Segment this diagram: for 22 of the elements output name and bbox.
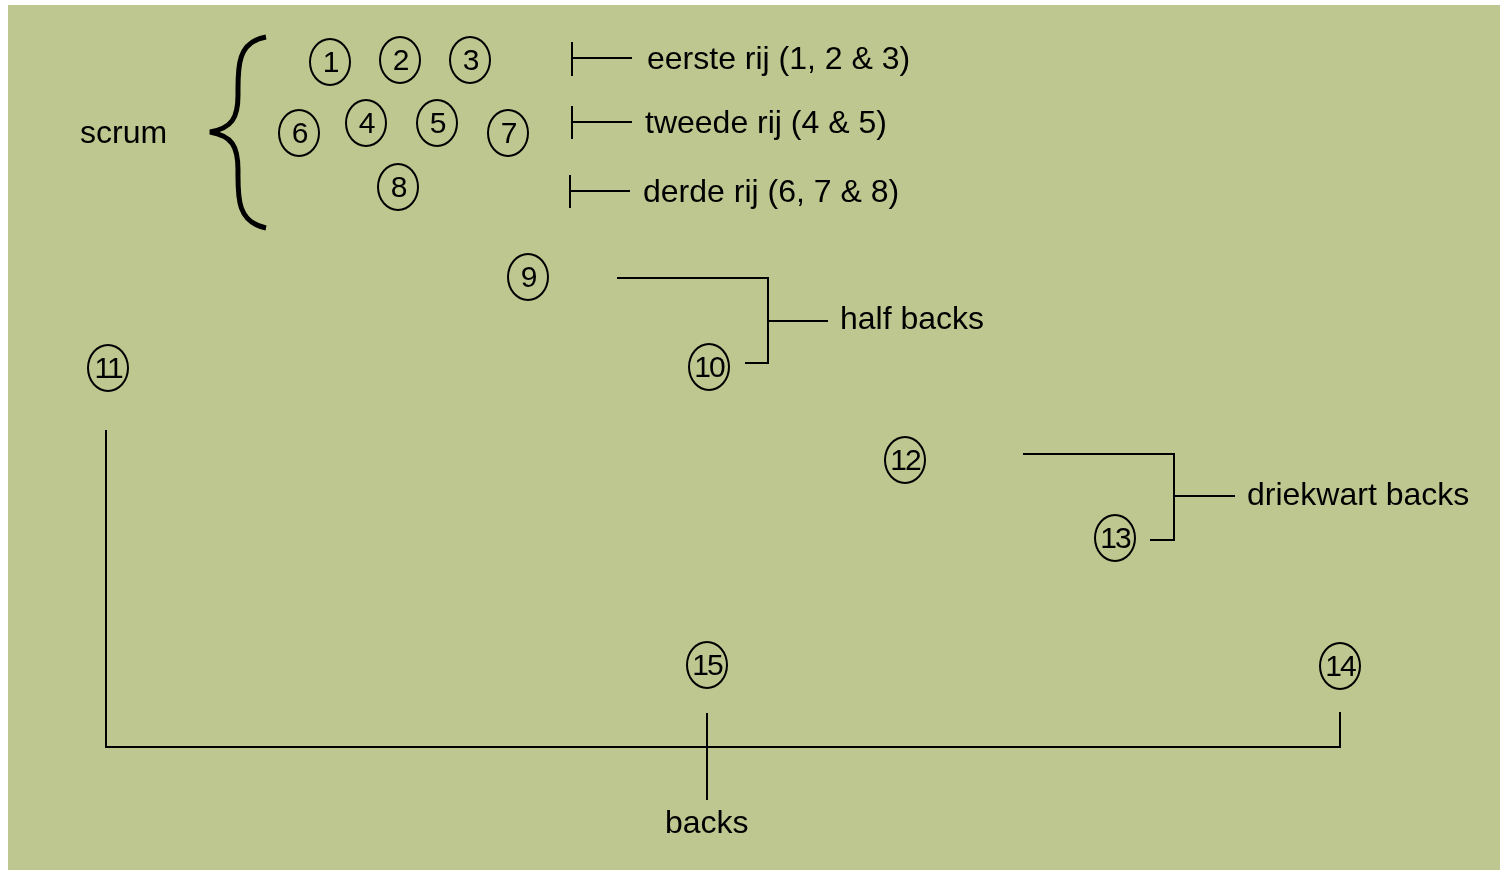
group-label: half backs [840,299,985,337]
player-number-circle: 1 [309,38,351,86]
player-number-circle: 13 [1094,514,1136,562]
player-number-circle: 5 [416,99,458,147]
player-number-circle: 7 [487,109,529,157]
player-number-circle: 11 [87,344,129,392]
row-label: derde rij (6, 7 & 8) [643,172,900,210]
player-number-circle: 15 [686,641,728,689]
player-number-circle: 8 [377,163,419,211]
row-label: eerste rij (1, 2 & 3) [647,39,911,77]
player-number-circle: 3 [449,36,491,84]
player-number-circle: 9 [507,253,549,301]
group-label: backs [665,803,749,841]
player-number-circle: 14 [1319,642,1361,690]
player-number-circle: 10 [688,343,730,391]
row-label: tweede rij (4 & 5) [645,103,887,141]
player-number-circle: 6 [278,109,320,157]
player-number-circle: 12 [884,436,926,484]
player-number-circle: 4 [345,99,387,147]
player-number-circle: 2 [379,36,421,84]
group-label: driekwart backs [1247,475,1470,513]
group-label: scrum [80,113,168,151]
